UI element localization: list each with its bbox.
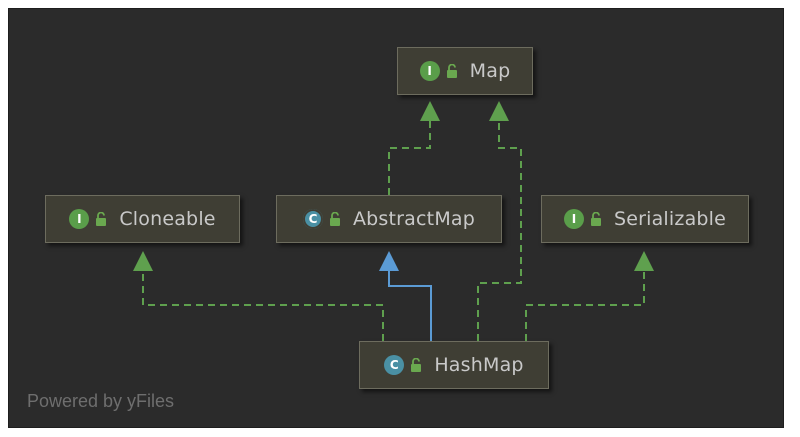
abstract-class-icon: C xyxy=(302,209,323,229)
arrowhead-hashmap-abstractmap xyxy=(379,251,399,271)
node-label: Cloneable xyxy=(119,208,216,230)
edge-hashmap-cloneable xyxy=(142,271,384,341)
node-serializable[interactable]: I Serializable xyxy=(541,195,749,243)
arrowhead-hashmap-map xyxy=(489,101,509,121)
node-label: AbstractMap xyxy=(352,208,476,230)
edge-hashmap-serializable xyxy=(525,271,645,341)
edge-abstractmap-map xyxy=(388,121,431,195)
edge-layer xyxy=(133,101,654,341)
diagram-canvas: I Map I Cloneable C AbstractMap xyxy=(8,8,784,428)
interface-icon: I xyxy=(419,61,440,81)
lock-open-icon xyxy=(590,212,602,226)
node-abstractmap[interactable]: C AbstractMap xyxy=(276,195,502,243)
node-label: HashMap xyxy=(434,354,524,376)
lock-open-icon xyxy=(329,212,341,226)
watermark: Powered by yFiles xyxy=(27,391,175,411)
edge-hashmap-map xyxy=(477,121,522,341)
node-hashmap[interactable]: C HashMap xyxy=(359,341,549,389)
node-label: Serializable xyxy=(613,208,727,230)
node-cloneable[interactable]: I Cloneable xyxy=(45,195,240,243)
arrowhead-hashmap-cloneable xyxy=(133,251,153,271)
arrowhead-hashmap-serializable xyxy=(634,251,654,271)
lock-open-icon xyxy=(446,64,458,78)
arrowhead-abstractmap-map xyxy=(420,101,440,121)
interface-icon: I xyxy=(563,209,584,229)
edge-hashmap-abstractmap xyxy=(388,271,432,341)
node-label: Map xyxy=(469,60,511,82)
node-map[interactable]: I Map xyxy=(397,47,533,95)
interface-icon: I xyxy=(69,209,90,229)
lock-open-icon xyxy=(410,358,422,372)
class-icon: C xyxy=(384,355,405,375)
lock-open-icon xyxy=(95,212,107,226)
